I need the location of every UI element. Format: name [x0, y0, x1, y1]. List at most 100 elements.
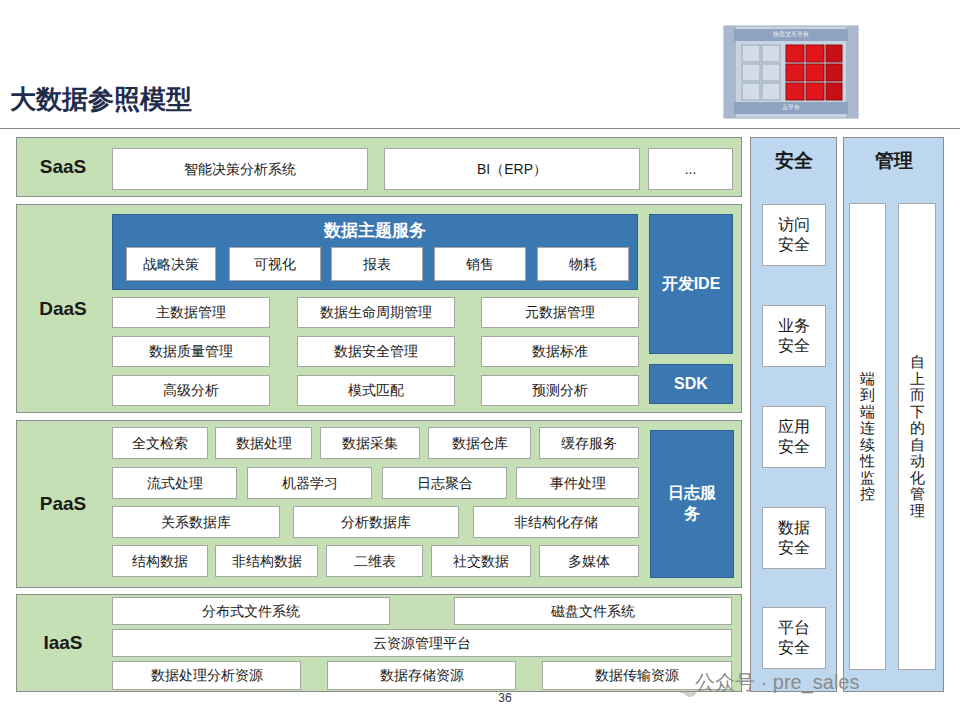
layer-label: DaaS [17, 205, 109, 412]
service-block: 开发IDE [649, 214, 733, 354]
component-box: 高级分析 [112, 375, 270, 406]
box-label: 端到端连续性监控 [860, 371, 875, 503]
component-box: 预测分析 [481, 375, 639, 406]
layer-band: IaaS 分布式文件系统 磁盘文件系统云资源管理平台数据处理分析资源 数据存储资源 数据… [16, 594, 742, 692]
box-label: 数据安全管理 [330, 343, 422, 360]
component-box: 报表 [331, 247, 423, 281]
component-box: 分布式文件系统 [112, 597, 390, 625]
component-box: 可视化 [229, 247, 321, 281]
service-block: 日志服务 [650, 430, 734, 578]
component-box: 智能决策分析系统 [112, 148, 368, 190]
component-box: 战略决策 [126, 247, 216, 281]
component-box: 数据质量管理 [112, 336, 270, 367]
box-label: 全文检索 [128, 435, 192, 452]
box-label: 二维表 [350, 553, 400, 570]
box-label: 模式匹配 [344, 382, 408, 399]
management-box: 端到端连续性监控 [849, 203, 886, 670]
title-rule [0, 128, 960, 129]
watermark: 公众号 · pre_sales [695, 672, 945, 692]
component-box: BI（ERP） [384, 148, 640, 190]
component-box: 日志聚合 [382, 467, 507, 499]
box-label: 分布式文件系统 [198, 603, 304, 620]
service-group: 数据主题服务战略决策 可视化 报表 销售 物耗 [112, 214, 638, 290]
box-label: BI（ERP） [473, 161, 551, 178]
layer-band: DaaS数据主题服务战略决策 可视化 报表 销售 物耗主数据管理 数据生命周期管理 元数据管… [16, 204, 742, 413]
box-label: 预测分析 [528, 382, 592, 399]
page-number: 36 [470, 692, 540, 704]
component-box: 数据处理 [215, 427, 312, 459]
box-label: 数据采集 [338, 435, 402, 452]
component-box: 数据采集 [320, 427, 420, 459]
box-label: 云资源管理平台 [369, 635, 475, 652]
component-box: 元数据管理 [481, 297, 639, 328]
box-label: 报表 [359, 256, 395, 273]
box-label: 非结构化存储 [510, 514, 602, 531]
box-label: 磁盘文件系统 [547, 603, 639, 620]
layer-label: PaaS [17, 421, 109, 587]
box-label: 多媒体 [564, 553, 614, 570]
box-label: 日志聚合 [413, 475, 477, 492]
component-box: 数据存储资源 [327, 661, 516, 690]
management-box: 自上而下的自动化管理 [898, 203, 936, 670]
box-label: 日志服务 [651, 483, 733, 525]
box-label: 关系数据库 [157, 514, 235, 531]
component-box: 缓存服务 [539, 427, 639, 459]
layer-label: 数据主题服务 [113, 219, 637, 242]
security-box: 应用安全 [762, 406, 826, 468]
box-label: 主数据管理 [152, 304, 230, 321]
box-label: 数据传输资源 [591, 667, 683, 684]
box-label: 数据处理 [232, 435, 296, 452]
box-label: 分析数据库 [337, 514, 415, 531]
side-column: 安全访问安全业务安全应用安全数据安全平台安全 [750, 137, 837, 692]
thumbnail-label: 信息交互平台 [734, 31, 848, 37]
box-label: ... [681, 161, 701, 178]
box-label: 平台安全 [763, 618, 825, 658]
component-box: 非结构数据 [215, 545, 318, 577]
component-box: 云资源管理平台 [112, 629, 732, 657]
component-box: 分析数据库 [293, 506, 459, 538]
box-label: 开发IDE [652, 274, 731, 295]
component-box: 关系数据库 [112, 506, 280, 538]
box-label: 结构数据 [128, 553, 192, 570]
component-box: 非结构化存储 [473, 506, 639, 538]
box-label: 数据安全 [763, 518, 825, 558]
side-column: 管理端到端连续性监控 自上而下的自动化管理 [843, 137, 944, 692]
layer-label: SaaS [17, 138, 109, 196]
component-box: 销售 [434, 247, 526, 281]
component-box: 数据安全管理 [297, 336, 455, 367]
box-label: 数据生命周期管理 [316, 304, 436, 321]
box-label: 机器学习 [278, 475, 342, 492]
box-label: 缓存服务 [557, 435, 621, 452]
component-box: 社交数据 [431, 545, 531, 577]
thumbnail-illustration [724, 26, 858, 118]
box-label: 数据存储资源 [376, 667, 468, 684]
component-box: 数据仓库 [428, 427, 531, 459]
box-label: 可视化 [250, 256, 300, 273]
box-label: 销售 [462, 256, 498, 273]
component-box: 数据处理分析资源 [112, 661, 301, 690]
component-box: 二维表 [326, 545, 423, 577]
box-label: 非结构数据 [228, 553, 306, 570]
component-box: 事件处理 [516, 467, 639, 499]
box-label: 访问安全 [763, 215, 825, 255]
component-box: 模式匹配 [297, 375, 455, 406]
component-box: 流式处理 [112, 467, 237, 499]
box-label: 流式处理 [143, 475, 207, 492]
box-label: 物耗 [565, 256, 601, 273]
component-box: 数据生命周期管理 [297, 297, 455, 328]
box-label: 数据仓库 [448, 435, 512, 452]
security-box: 数据安全 [762, 507, 826, 569]
layer-label: IaaS [17, 595, 109, 691]
component-box: 多媒体 [539, 545, 639, 577]
box-label: 智能决策分析系统 [180, 161, 300, 178]
layer-band: SaaS 智能决策分析系统 BI（ERP）... [16, 137, 742, 197]
service-block: SDK [649, 364, 733, 404]
component-box: 主数据管理 [112, 297, 270, 328]
layer-label: 管理 [844, 148, 943, 174]
box-label: 事件处理 [546, 475, 610, 492]
component-box: ... [648, 148, 733, 190]
box-label: 元数据管理 [521, 304, 599, 321]
box-label: 数据处理分析资源 [147, 667, 267, 684]
security-box: 访问安全 [762, 204, 826, 266]
box-label: 社交数据 [449, 553, 513, 570]
